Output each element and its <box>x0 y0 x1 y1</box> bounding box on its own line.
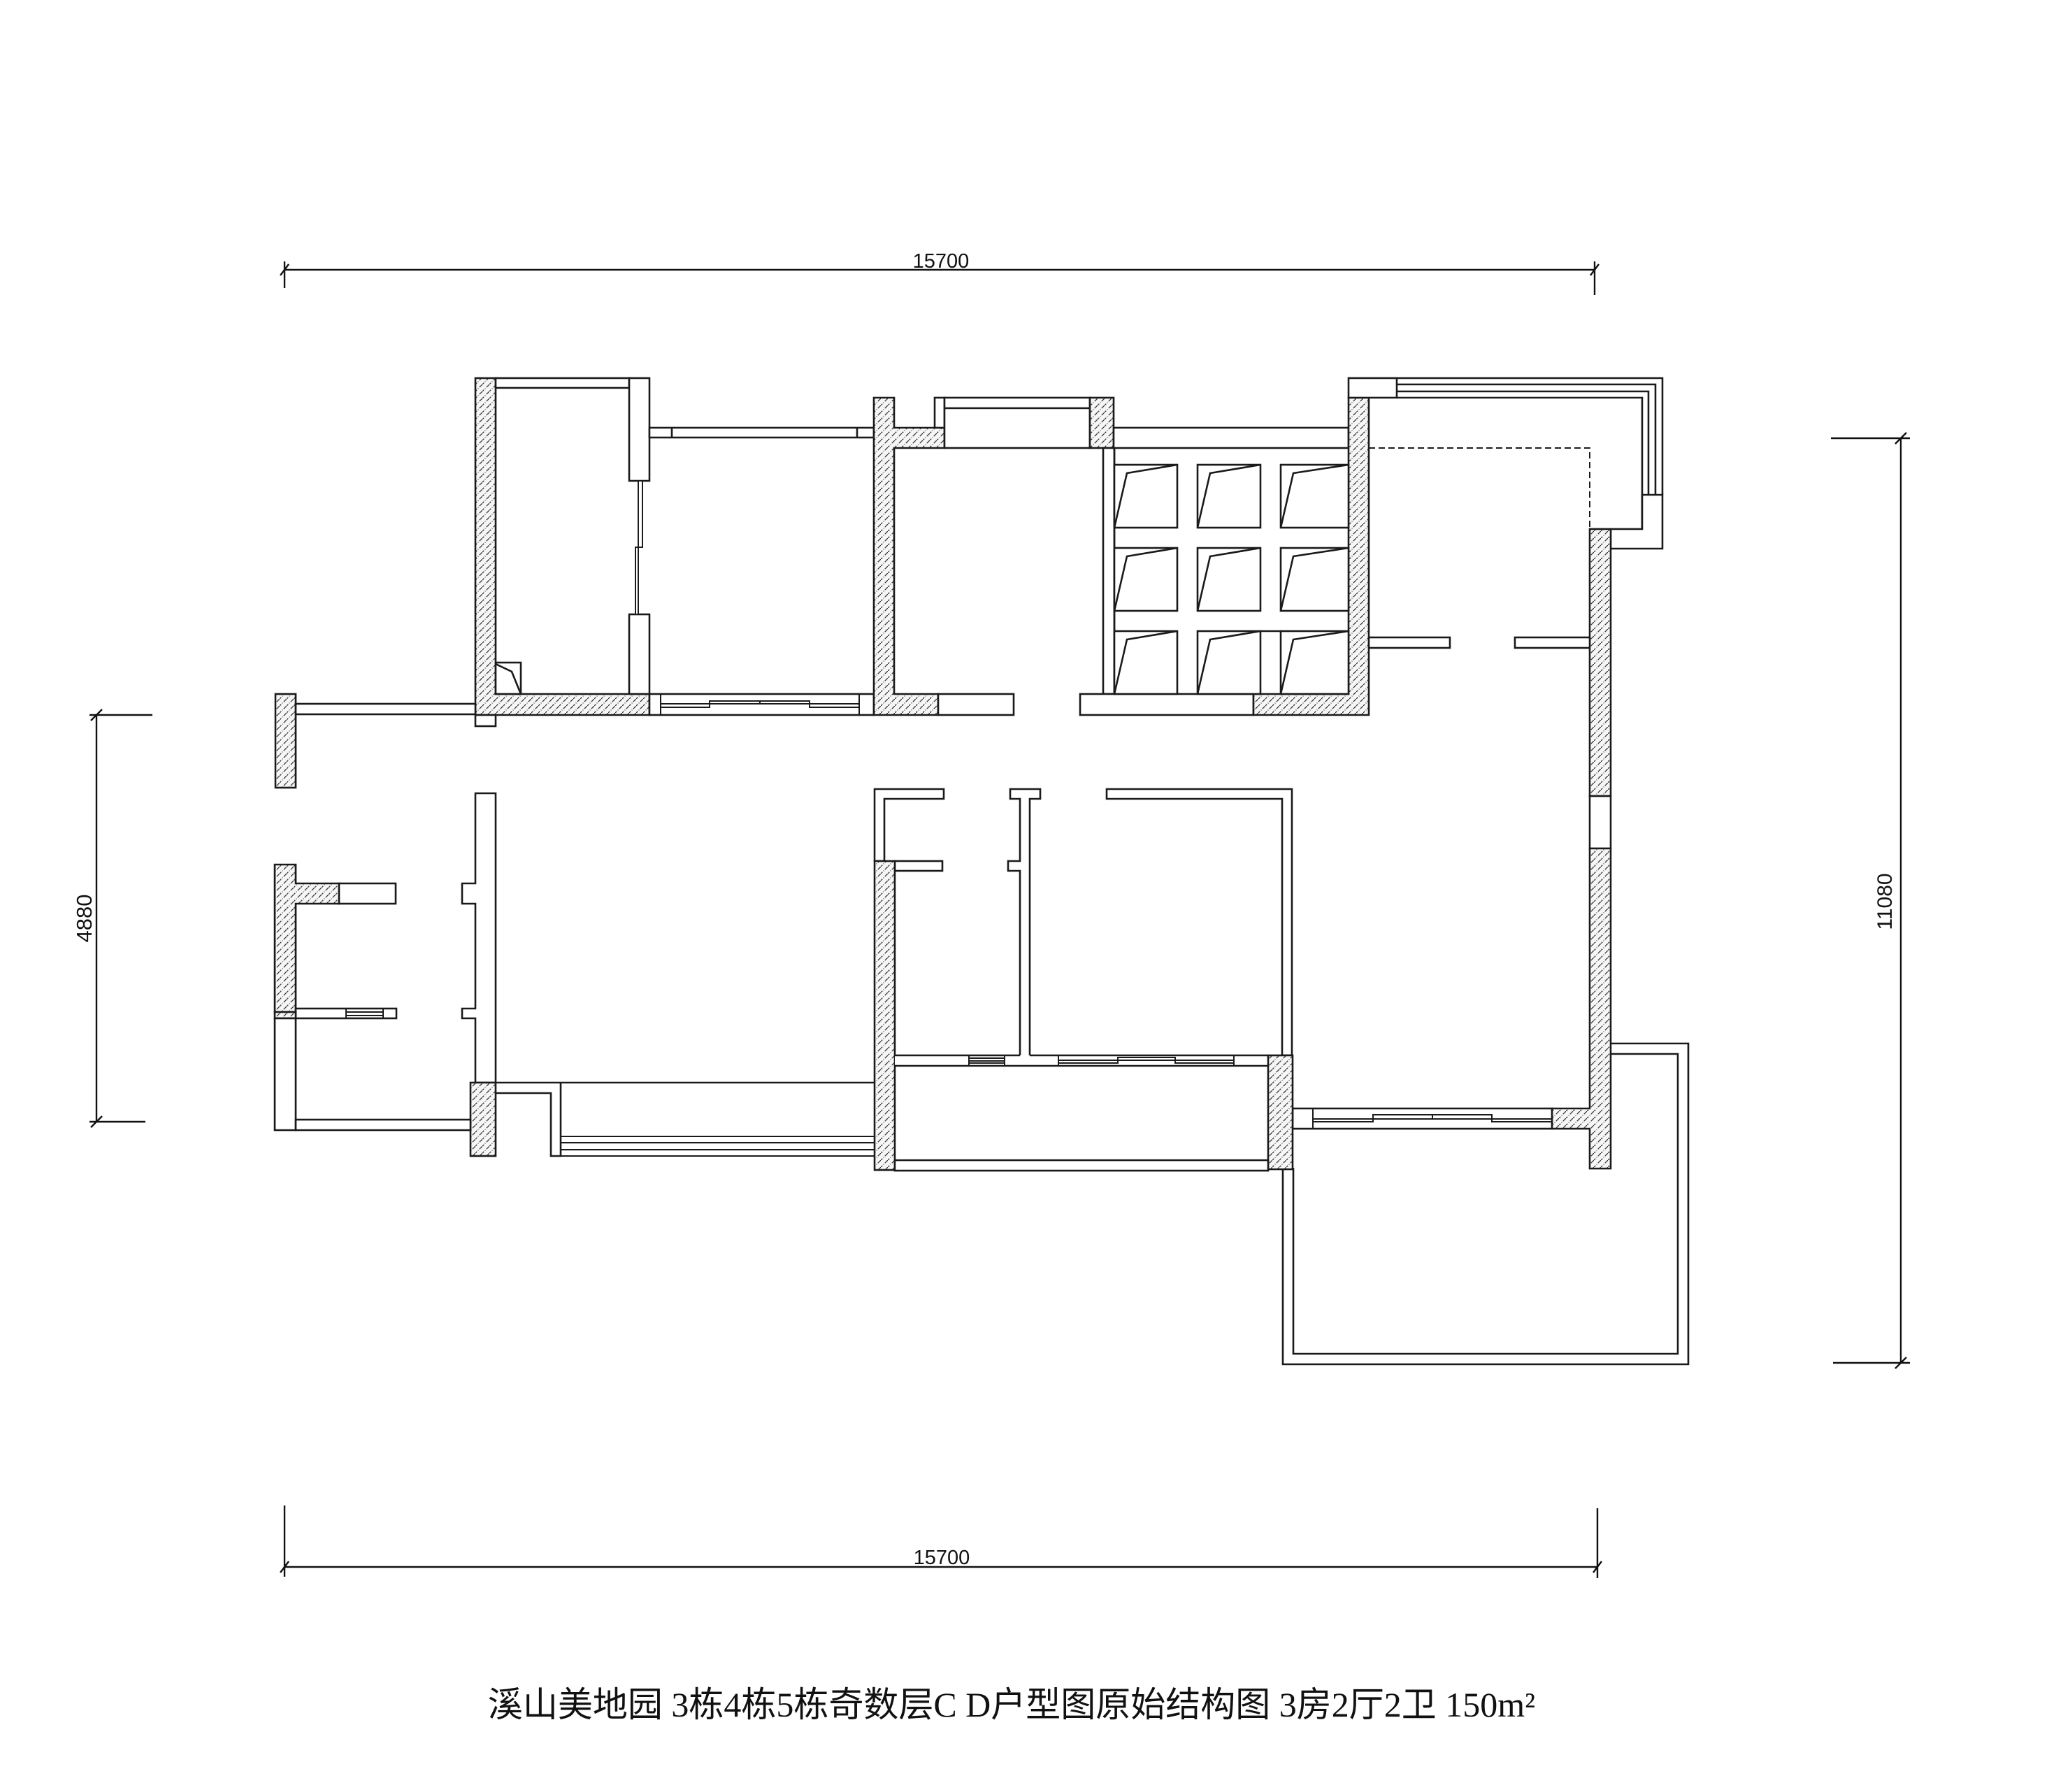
bay-window <box>943 396 1091 449</box>
kitchen-bottom-wall <box>893 1159 1270 1172</box>
beam-outline-dashed <box>1369 447 1590 529</box>
bottom-wall-lines <box>895 1054 1268 1067</box>
bathroom-wall <box>873 788 945 862</box>
bathroom-window <box>968 1055 1005 1066</box>
wardrobe-cell-mark <box>1196 630 1261 695</box>
sliding-door <box>635 547 639 615</box>
room-top-left-walls <box>474 377 651 728</box>
structural-pillar <box>1088 396 1115 449</box>
partition-stub <box>1367 636 1451 649</box>
bedroom-wall <box>1105 788 1293 1057</box>
wall-stub <box>933 396 946 429</box>
drawing-title: 溪山美地园 3栋4栋5栋奇数层C D户型图原始结构图 3房2厅2卫 150m² <box>488 1685 1535 1724</box>
dimension-right: 11080 <box>1831 432 1910 1369</box>
wardrobe-cell <box>1196 463 1262 529</box>
wardrobe-cell-mark <box>1279 630 1349 695</box>
wardrobe-cell <box>1279 547 1350 612</box>
bay-window-line <box>1397 377 1664 495</box>
wall-stub <box>1609 493 1664 550</box>
pillar <box>628 613 651 695</box>
wardrobe-cell <box>1113 630 1179 695</box>
entry-walls <box>274 693 477 789</box>
t-partition-wall <box>1008 789 1040 1056</box>
sliding-window-panels <box>1312 1108 1552 1129</box>
wardrobe-room <box>1079 377 1398 716</box>
bay-window-line <box>1397 383 1657 495</box>
wardrobe-cell <box>1196 547 1262 612</box>
balcony-inner-edge <box>1292 1053 1679 1355</box>
sliding-window-panels <box>660 694 860 715</box>
sliding-door <box>638 480 643 548</box>
wall-stub <box>893 860 944 872</box>
middle-rooms-walls <box>873 788 1294 1172</box>
wardrobe-cell-mark <box>1196 547 1261 612</box>
wardrobe-cell <box>1279 630 1350 695</box>
partition-wall <box>1102 447 1116 695</box>
wardrobe-cell-mark <box>1196 463 1261 528</box>
dimension-left: 4880 <box>72 709 152 1128</box>
wardrobe-cell-mark <box>1113 630 1178 695</box>
living-room-walls <box>1291 377 1664 1170</box>
wardrobe-cell-mark <box>1113 547 1178 612</box>
structural-post <box>273 1011 297 1020</box>
corner-fixture <box>494 661 522 695</box>
left-bottom-walls <box>273 792 875 1157</box>
partition-wall <box>338 882 397 905</box>
corner-fixture-mark <box>495 663 522 695</box>
bedroom-sliding-window <box>1058 1055 1235 1066</box>
railing-wall <box>294 702 477 716</box>
t-partition-outline <box>1007 788 1042 1055</box>
structural-wall <box>872 396 946 716</box>
wardrobe-cell <box>1196 630 1262 695</box>
wardrobe-cell <box>1113 547 1179 612</box>
window-frame <box>670 428 858 438</box>
wardrobe-cell-mark <box>1279 547 1349 612</box>
partition-wall <box>1079 693 1255 716</box>
bay-window-line <box>1397 396 1644 530</box>
partition-wall <box>273 1017 297 1132</box>
structural-pillar <box>1267 1054 1294 1171</box>
structural-wall <box>873 860 896 1171</box>
wardrobe-cell-mark <box>1113 463 1178 528</box>
bottom-wall <box>294 1118 472 1132</box>
top-window <box>1112 426 1350 449</box>
structural-wall <box>273 863 340 1013</box>
balcony-outer-edge <box>1281 1042 1690 1366</box>
structural-wall <box>1588 528 1612 797</box>
structural-wall <box>1551 847 1612 1170</box>
corridor-wall <box>461 792 497 1084</box>
dimension-top-label: 15700 <box>913 250 970 273</box>
dimension-bottom-label: 15700 <box>914 1547 970 1569</box>
top-window <box>648 426 875 439</box>
structural-post <box>274 693 297 789</box>
balcony-bottom-right <box>1281 1042 1690 1366</box>
bay-window-line <box>1397 390 1650 495</box>
partition-stub <box>1514 636 1591 649</box>
pillar <box>628 377 651 482</box>
wardrobe-cell <box>1113 463 1179 529</box>
structural-pillar <box>469 1081 497 1157</box>
partition-wall <box>474 714 497 728</box>
dimension-right-label: 11080 <box>1874 873 1897 930</box>
wardrobe-cell <box>1279 463 1350 529</box>
partition-wall <box>494 377 631 389</box>
dimension-bottom: 15700 <box>280 1505 1602 1578</box>
side-window <box>1588 795 1612 850</box>
room-top-center-walls <box>872 396 1116 716</box>
bay-window-lines <box>561 1136 875 1157</box>
dimension-top: 15700 <box>280 250 1600 295</box>
partition-wall <box>937 693 1015 716</box>
room-top-center-left-walls <box>648 426 875 716</box>
wardrobe-cell-mark <box>1279 463 1349 528</box>
wardrobe-grid <box>1113 463 1350 695</box>
bay-outline <box>496 1081 875 1157</box>
wall-stub <box>1347 377 1398 399</box>
dimension-left-label: 4880 <box>72 895 96 943</box>
window-panes <box>345 1009 384 1018</box>
